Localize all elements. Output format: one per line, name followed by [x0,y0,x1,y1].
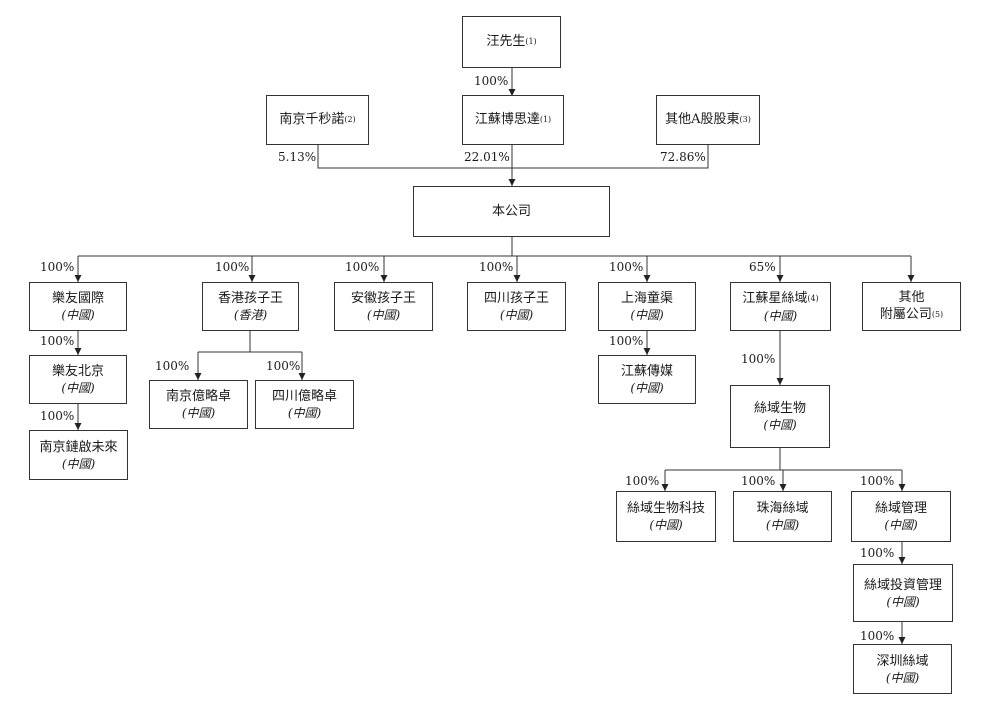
entity-name: 南京鏈啟未來 [39,439,118,455]
entity-name: 汪先生 [486,34,526,49]
ownership-percent: 100% [860,546,895,560]
ownership-percent: 100% [479,260,514,274]
entity-name: 珠海絲域 [756,501,809,516]
entity-jurisdiction: (中國) [886,594,920,609]
entity-box-nanjing-qianmiao: 南京千秒諾(2) [266,95,369,145]
entity-jurisdiction: (中國) [366,308,401,322]
entity-name: 本公司 [491,204,531,219]
entity-box-anhui-kidswant: 安徽孩子王 (中國) [334,282,433,331]
entity-name: 上海童渠 [620,291,673,306]
entity-name: 絲域管理 [874,501,927,516]
ownership-percent: 100% [860,629,895,643]
ownership-percent: 72.86% [660,150,706,164]
entity-name: 香港孩子王 [217,291,283,306]
entity-name: 江蘇傳媒 [620,364,673,379]
ownership-percent: 5.13% [278,150,317,164]
entity-name: 其他 [898,290,925,305]
ownership-percent: 22.01% [464,150,510,164]
entity-name: 安徽孩子王 [350,291,416,306]
entity-box-zhuhai-siyu: 珠海絲域 (中國) [733,491,832,542]
entity-jurisdiction: (香港) [233,308,268,322]
ownership-percent: 100% [155,359,190,373]
entity-jurisdiction: (中國) [61,381,95,395]
entity-box-leyou-intl: 樂友國際 (中國) [29,282,127,331]
entity-jurisdiction: (中國) [630,381,664,395]
entity-name: 絲域投資管理 [863,577,942,593]
entity-name: 樂友國際 [51,291,104,306]
entity-box-siyu-mgmt: 絲域管理 (中國) [851,491,951,542]
ownership-percent: 100% [215,260,250,274]
entity-box-siyu-bio: 絲域生物 (中國) [730,385,830,448]
entity-jurisdiction: (中國) [763,418,797,432]
entity-box-siyu-invest: 絲域投資管理 (中國) [853,564,953,622]
footnote-ref: (5) [931,310,944,319]
entity-jurisdiction: (中國) [765,518,800,532]
ownership-percent: 100% [474,74,509,88]
entity-box-shenzhen-siyu: 深圳絲域 (中國) [853,644,952,694]
entity-name: 絲域生物 [753,401,806,416]
entity-box-jiangsu-bosida: 江蘇博思達(1) [462,95,564,145]
entity-box-company: 本公司 [413,186,610,237]
entity-box-sichuan-kidswant: 四川孩子王 (中國) [467,282,566,331]
entity-name: 南京億略卓 [165,389,231,404]
entity-jurisdiction: (中國) [884,518,918,532]
ownership-percent: 65% [749,260,776,274]
ownership-percent: 100% [741,474,776,488]
footnote-ref: (2) [344,115,356,124]
entity-box-siyu-bio-tech: 絲域生物科技 (中國) [616,491,716,542]
entity-jurisdiction: (中國) [763,308,798,323]
entity-box-jiangsu-xingsiyu: 江蘇星絲域(4) (中國) [730,282,831,331]
ownership-percent: 100% [40,334,75,348]
entity-name: 江蘇博思達 [474,112,540,127]
entity-name: 深圳絲域 [876,653,929,669]
connector-line [317,145,709,169]
entity-box-other-subsidiaries: 其他 附屬公司(5) [862,282,961,331]
entity-name: 絲域生物科技 [626,501,705,516]
entity-box-nanjing-yilue: 南京億略卓 (中國) [149,380,248,429]
entity-name: 其他A股股東 [665,112,740,127]
ownership-percent: 100% [40,409,75,423]
ownership-percent: 100% [741,352,776,366]
ownership-percent: 100% [40,260,75,274]
entity-jurisdiction: (中國) [61,308,95,322]
entity-box-jiangsu-chuanmei: 江蘇傳媒 (中國) [598,355,696,404]
ownership-percent: 100% [609,260,644,274]
ownership-percent: 100% [625,474,660,488]
entity-name: 南京千秒諾 [279,112,345,127]
entity-box-shanghai-tongqu: 上海童渠 (中國) [598,282,696,331]
entity-box-hk-kidswant: 香港孩子王 (香港) [202,282,299,331]
footnote-ref: (4) [807,293,819,303]
entity-name: 樂友北京 [51,364,104,379]
ownership-percent: 100% [609,334,644,348]
entity-jurisdiction: (中國) [287,406,322,420]
ownership-percent: 100% [345,260,380,274]
footnote-ref: (1) [525,37,537,46]
entity-jurisdiction: (中國) [499,308,534,322]
entity-box-leyou-beijing: 樂友北京 (中國) [29,355,127,404]
footnote-ref: (1) [539,115,552,124]
entity-jurisdiction: (中國) [630,308,664,322]
entity-box-other-a-shareholders: 其他A股股東(3) [656,95,760,145]
ownership-percent: 100% [266,359,301,373]
entity-name: 四川孩子王 [483,291,549,306]
footnote-ref: (3) [739,115,751,124]
entity-box-nanjing-lianqi: 南京鏈啟未來 (中國) [29,430,128,480]
entity-jurisdiction: (中國) [649,518,683,532]
entity-name: 附屬公司 [879,307,932,322]
entity-name: 江蘇星絲域 [742,290,808,306]
entity-jurisdiction: (中國) [181,406,216,420]
entity-jurisdiction: (中國) [885,670,920,685]
entity-jurisdiction: (中國) [61,456,96,471]
entity-box-wang: 汪先生(1) [462,16,561,68]
ownership-percent: 100% [860,474,895,488]
entity-name: 四川億略卓 [271,389,337,404]
entity-box-sichuan-yilue: 四川億略卓 (中國) [255,380,354,429]
